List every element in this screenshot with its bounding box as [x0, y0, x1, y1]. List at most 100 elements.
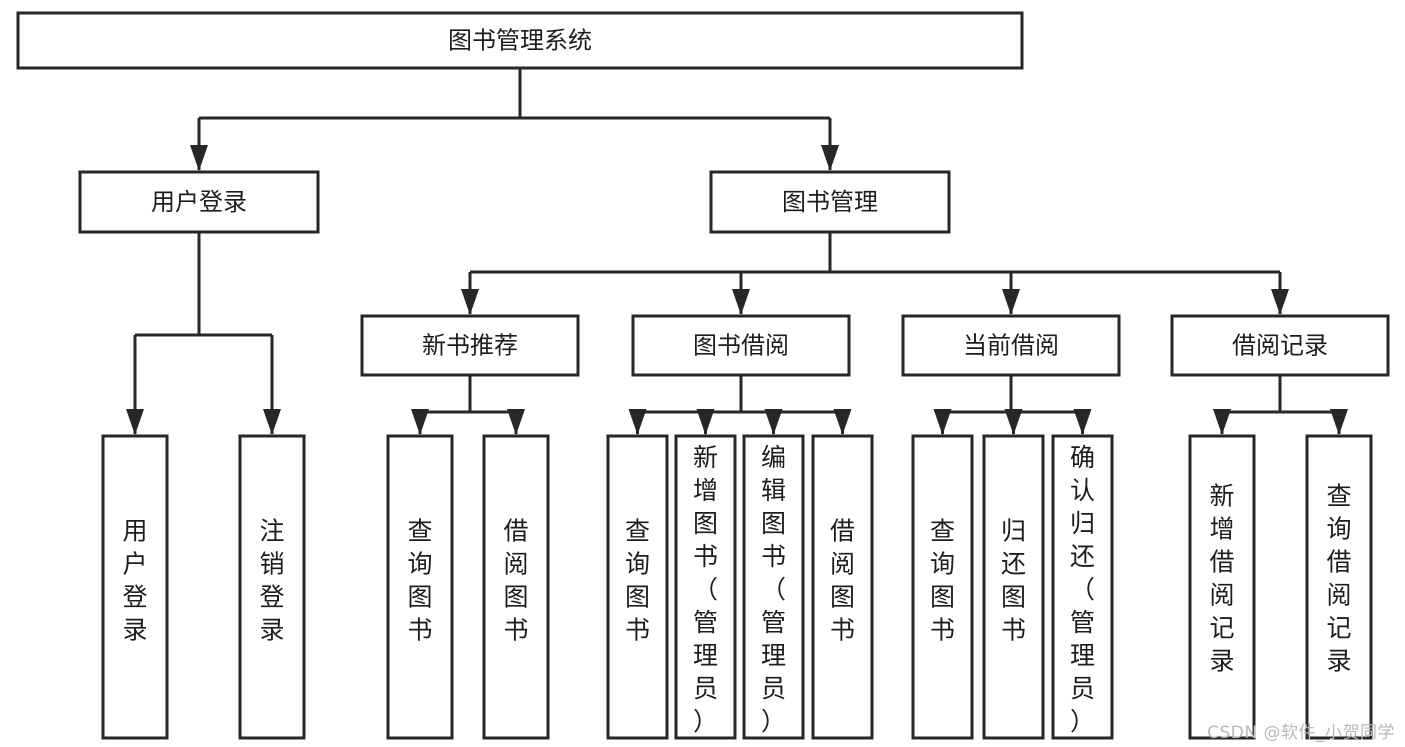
node-label-char: 新 [1209, 482, 1234, 511]
node-label-char: 录 [259, 616, 284, 645]
node-label-char: 辑 [761, 476, 786, 505]
node-label-char: 询 [930, 550, 955, 579]
node-label-char: 认 [1070, 476, 1095, 505]
node-label-char: 归 [1070, 509, 1095, 538]
node-l3-新书推荐[interactable]: 新书推荐 [360, 314, 580, 377]
node-label-char: 书 [930, 616, 955, 645]
node-label-char: 图 [930, 583, 955, 612]
node-box-rect [78, 170, 320, 234]
arrow-head-icon [732, 289, 750, 315]
node-leaf-用户登录[interactable]: 用户登录 [101, 434, 169, 740]
node-l3-图书借阅[interactable]: 图书借阅 [631, 314, 851, 377]
node-label-char: 登 [259, 583, 284, 612]
node-label-char: ） [693, 707, 718, 736]
node-label-char: 图 [625, 583, 650, 612]
node-box-rect [360, 314, 580, 377]
arrow-head-icon [628, 409, 647, 435]
node-label-char: ） [1070, 707, 1095, 736]
node-label-char: 录 [1326, 647, 1351, 676]
node-label-char: 新 [693, 443, 718, 472]
arrow-head-icon [190, 145, 208, 171]
node-label-char: （ [1070, 575, 1095, 604]
arrow-head-icon [833, 409, 852, 435]
node-label-char: 借 [503, 517, 528, 546]
node-label: 当前借阅 [963, 332, 1059, 360]
node-box-rect [1170, 314, 1390, 377]
node-label-char: 员 [1070, 674, 1095, 703]
node-root-图书管理系统[interactable]: 图书管理系统 [16, 11, 1024, 70]
node-label-char: 书 [830, 616, 855, 645]
node-label-char: 员 [693, 674, 718, 703]
node-label-char: 增 [1209, 515, 1234, 544]
node-label-char: 员 [761, 674, 786, 703]
node-box-rect [1305, 434, 1373, 740]
node-label: 用户登录 [151, 188, 247, 216]
node-label-char: 确 [1070, 443, 1095, 472]
node-label-char: 还 [1070, 542, 1095, 571]
node-label-char: 注 [259, 517, 284, 546]
node-label-char: 询 [1326, 515, 1351, 544]
node-label-char: 记 [1209, 614, 1234, 643]
arrow-head-icon [1002, 289, 1020, 315]
arrow-head-icon [461, 289, 479, 315]
node-box-rect [1188, 434, 1256, 740]
node-label-char: 图 [761, 509, 786, 538]
node-label-char: 销 [259, 550, 284, 579]
node-l3-当前借阅[interactable]: 当前借阅 [901, 314, 1121, 377]
node-label: 新书推荐 [422, 332, 518, 360]
node-l3-借阅记录[interactable]: 借阅记录 [1170, 314, 1390, 377]
node-label: 图书管理 [782, 188, 878, 216]
arrow-head-icon [764, 409, 783, 435]
node-box-rect [911, 434, 974, 740]
node-label-char: 查 [625, 517, 650, 546]
node-box-rect [482, 434, 550, 740]
csdn-watermark: CSDN @软件_小贺同学 [1207, 723, 1395, 743]
node-label-char: （ [693, 575, 718, 604]
arrow-head-icon [1004, 409, 1023, 435]
node-box-rect [606, 434, 669, 740]
arrow-head-icon [126, 409, 144, 435]
node-label-char: （ [761, 575, 786, 604]
node-l2-用户登录[interactable]: 用户登录 [78, 170, 320, 234]
node-label-char: 查 [1326, 482, 1351, 511]
node-label-char: 增 [693, 476, 718, 505]
node-box-rect [982, 434, 1045, 740]
node-label-char: 编 [761, 443, 786, 472]
node-label-char: 阅 [1326, 581, 1351, 610]
node-box-rect [709, 170, 951, 234]
node-label-char: 图 [1001, 583, 1026, 612]
node-label: 借阅记录 [1232, 332, 1328, 360]
node-label-char: ） [761, 707, 786, 736]
connector-lines [126, 68, 1348, 435]
node-box-rect [811, 434, 874, 740]
node-label-char: 管 [1070, 608, 1095, 637]
node-label-char: 阅 [830, 550, 855, 579]
node-label-char: 查 [407, 517, 432, 546]
node-box-rect [101, 434, 169, 740]
node-boxes: 图书管理系统用户登录图书管理新书推荐图书借阅当前借阅借阅记录用户登录注销登录查询… [16, 11, 1390, 740]
node-label-char: 图 [693, 509, 718, 538]
node-label-char: 书 [693, 542, 718, 571]
node-box-rect [674, 434, 737, 740]
node-label-char: 书 [761, 542, 786, 571]
node-label-char: 书 [625, 616, 650, 645]
node-l2-图书管理[interactable]: 图书管理 [709, 170, 951, 234]
node-label-char: 理 [761, 641, 786, 670]
node-label: 图书管理系统 [448, 27, 592, 55]
node-box-rect [16, 11, 1024, 70]
arrow-head-icon [1271, 289, 1289, 315]
